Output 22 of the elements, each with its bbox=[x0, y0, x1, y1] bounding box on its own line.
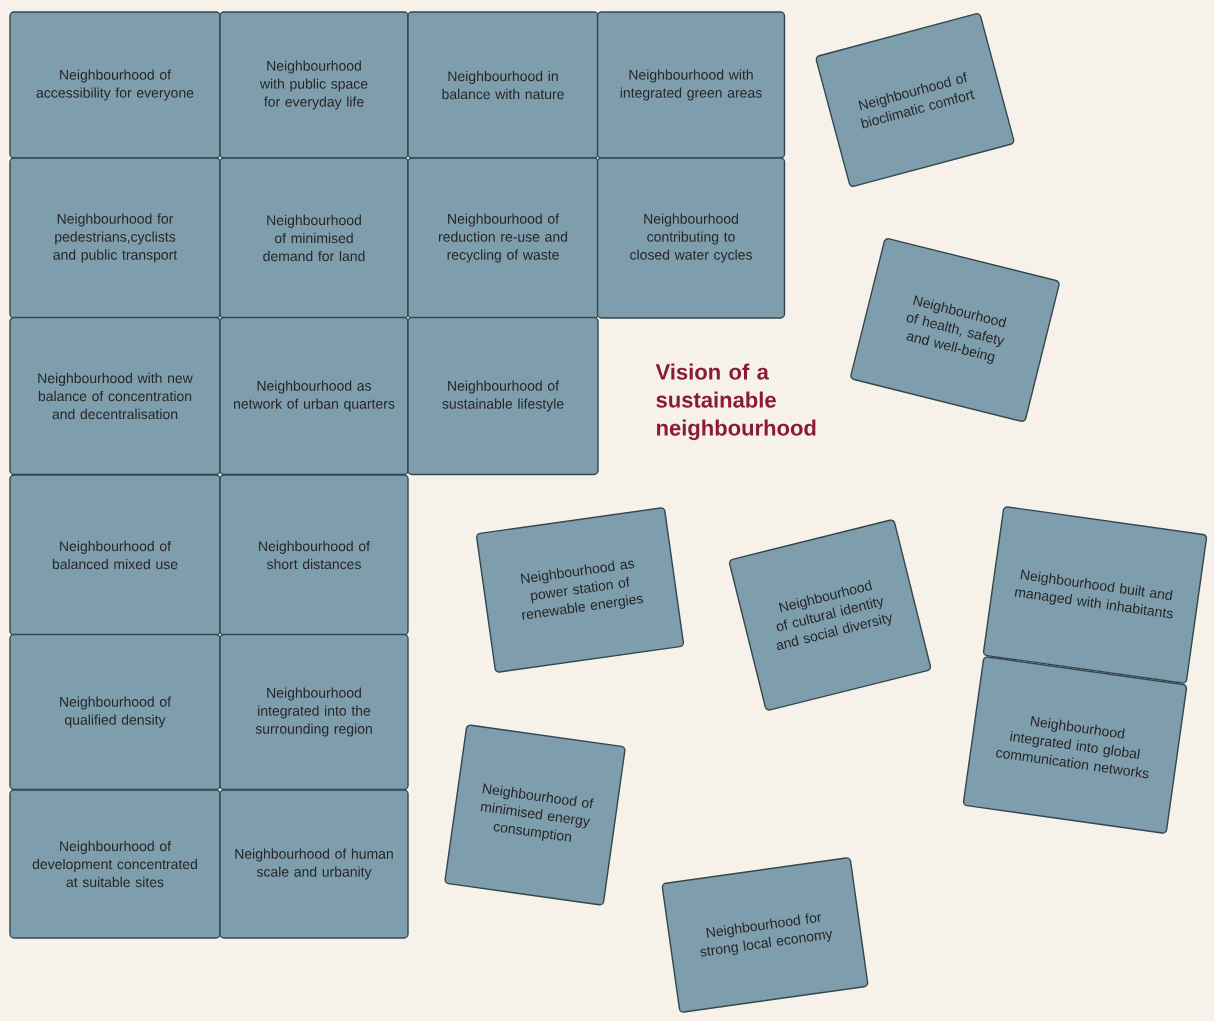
title: Vision of a sustainable neighbourhood bbox=[655, 363, 816, 441]
puzzle-piece: Neighbourhood of development concentrated at suitable sites bbox=[9, 789, 221, 939]
puzzle-piece: Neighbourhood of minimised demand for land bbox=[219, 157, 409, 319]
puzzle-piece: Neighbourhood of minimised energy consumption bbox=[444, 724, 626, 906]
puzzle-piece: Neighbourhood as network of urban quarters bbox=[219, 316, 409, 476]
puzzle-piece: Neighbourhood of reduction re-use and recycling of waste bbox=[407, 157, 599, 319]
puzzle-piece: Neighbourhood integrated into global communication networks bbox=[962, 656, 1188, 834]
puzzle-piece: Neighbourhood of human scale and urbanity bbox=[219, 789, 409, 939]
node-label: Neighbourhood built and managed with inhabitants bbox=[1014, 569, 1173, 619]
puzzle-piece: Neighbourhood of qualified density bbox=[9, 633, 221, 791]
puzzle-piece: Neighbourhood with public space for everyday life bbox=[219, 11, 409, 159]
puzzle-piece: Neighbourhood in balance with nature bbox=[407, 11, 599, 159]
puzzle-piece: Neighbourhood contributing to closed water cycles bbox=[596, 157, 786, 319]
puzzle-piece: Neighbourhood of accessibility for everyone bbox=[9, 11, 221, 159]
puzzle-piece: Neighbourhood of balanced mixed use bbox=[9, 474, 221, 636]
puzzle-piece: Neighbourhood integrated into the surrounding region bbox=[219, 633, 409, 791]
puzzle-piece: Neighbourhood built and managed with inhabitants bbox=[982, 506, 1208, 684]
puzzle-piece: Neighbourhood with integrated green areas bbox=[596, 11, 786, 159]
puzzle-piece: Neighbourhood with new balance of concentration and decentralisation bbox=[9, 316, 221, 476]
puzzle-piece: Neighbourhood of short distances bbox=[219, 474, 409, 636]
puzzle-piece: Neighbourhood for pedestrians,cyclists and public transport bbox=[9, 157, 221, 319]
puzzle-piece: Neighbourhood of sustainable lifestyle bbox=[407, 316, 599, 476]
